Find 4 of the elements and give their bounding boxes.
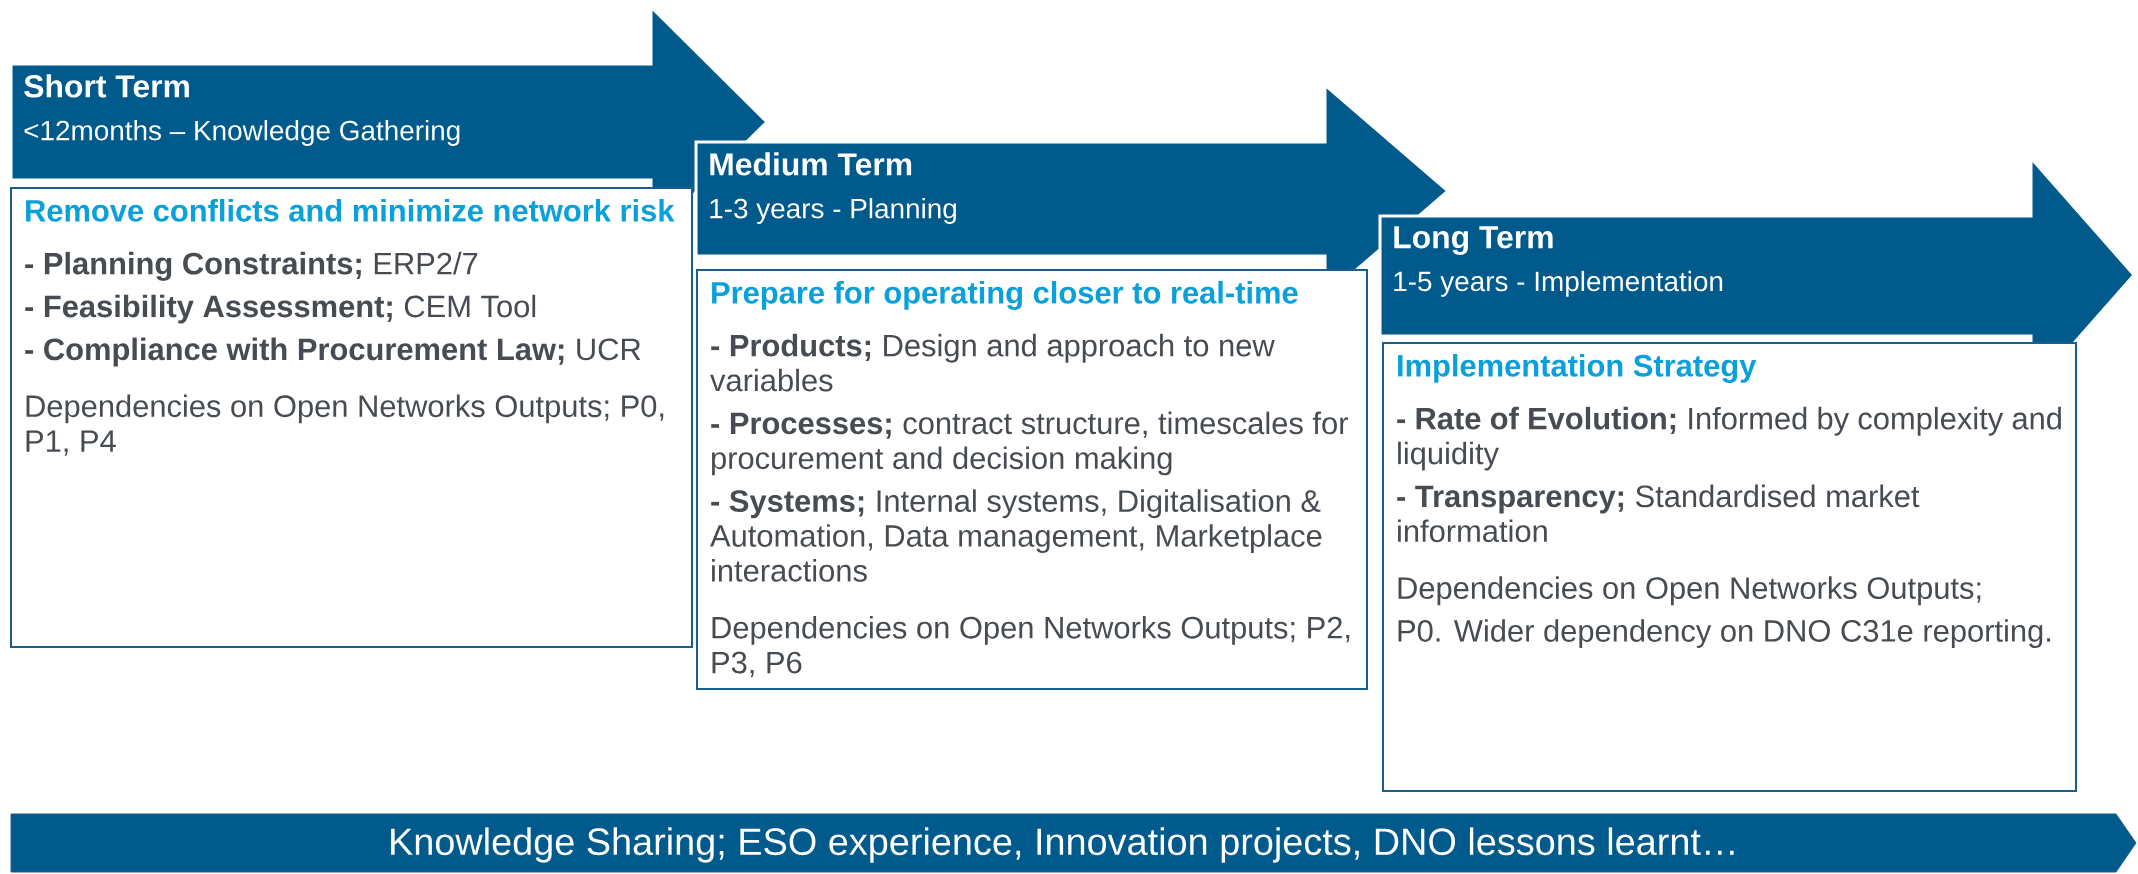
content-box: Implementation Strategy - Rate of Evolution; Informed by complexity and liquidity - Transparency; Standardised market information Dependencies on Open Networks Outputs; P0. Wider dependency on DNO C31e reporting.	[1382, 342, 2077, 792]
banner-bar: Knowledge Sharing; ESO experience, Innovation projects, DNO lessons learnt…	[10, 813, 2137, 873]
content-box: Remove conflicts and minimize network risk - Planning Constraints; ERP2/7 - Feasibility Assessment; CEM Tool - Compliance with Procurement Law; UCR Dependencies on Open Networks Outputs; P0, P1, P4	[10, 187, 693, 648]
content-box: Prepare for operating closer to real-time - Products; Design and approach to new variables - Processes; contract structure, timescales for procurement and decision making - Systems; Internal systems, Digitalisation & Automation, Data management, Marketplace interactions Dependencies on Open Networks Outputs; P2, P3, P6	[696, 269, 1368, 690]
